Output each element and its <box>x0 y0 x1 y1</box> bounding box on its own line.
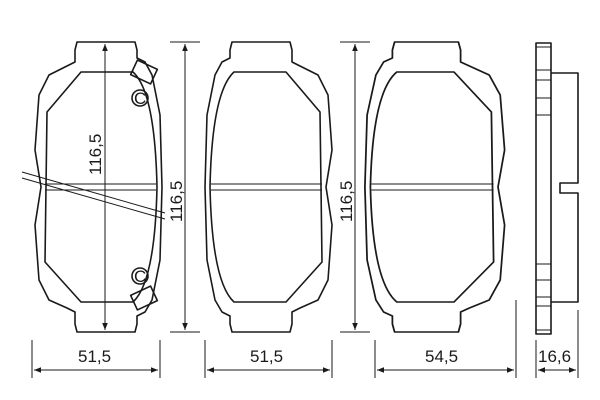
brake-pad-3: 54,5 <box>364 41 517 378</box>
clip-top: C <box>129 59 159 108</box>
clip-bottom: C <box>129 267 159 311</box>
pad-1-overall-height-label: 116,5 <box>167 181 186 222</box>
side-view-thickness-label: 16,6 <box>538 347 571 366</box>
pad-1-height-label: 116,5 <box>86 134 105 175</box>
pad-2-width-label: 51,5 <box>250 347 283 366</box>
clip-marking: C <box>134 89 146 108</box>
brake-pad-1: C C 116,5 116,5 51,5 <box>21 41 200 378</box>
brake-pad-side-view: 16,6 <box>535 42 579 378</box>
section-line <box>21 171 166 214</box>
pad-3-width-label: 54,5 <box>425 347 458 366</box>
clip-marking: C <box>134 267 146 286</box>
pad-2-height-label: 116,5 <box>337 181 356 222</box>
brake-pad-2: 116,5 51,5 <box>204 41 370 378</box>
pad-1-width-label: 51,5 <box>78 347 111 366</box>
